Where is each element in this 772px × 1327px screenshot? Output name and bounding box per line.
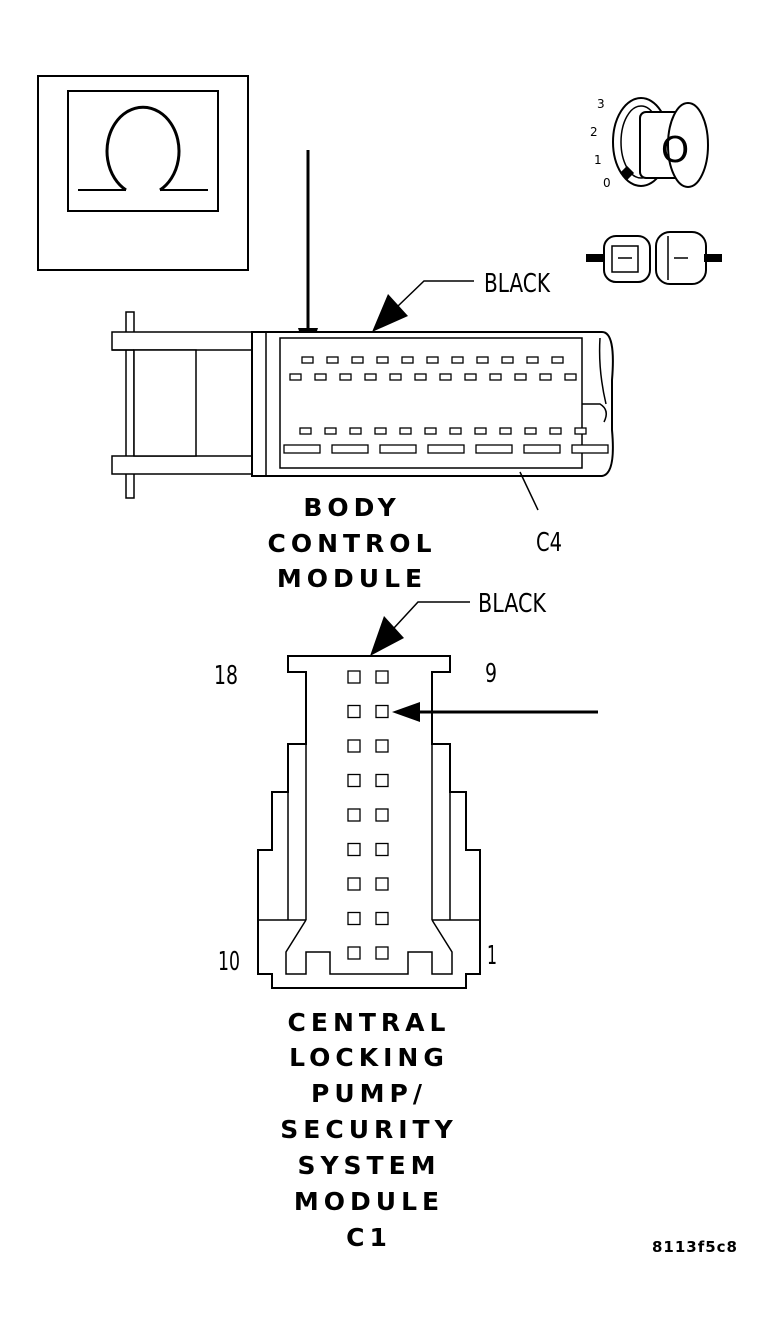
clp-pin-cavity	[375, 946, 389, 960]
ignition-pos-2: 2	[590, 125, 598, 139]
bcm-pin-row1	[401, 356, 414, 364]
bcm-pin-row3	[399, 427, 412, 435]
ignition-pos-1: 1	[594, 153, 602, 167]
bcm-pin-row4	[571, 444, 609, 454]
bcm-pin-row1	[551, 356, 564, 364]
bcm-pin-row3	[349, 427, 362, 435]
clp-name-line-6: MODULE	[294, 1187, 444, 1216]
bcm-pin-row2	[414, 373, 427, 381]
bcm-pin-row1	[526, 356, 539, 364]
connector-plug-icon	[586, 231, 722, 285]
bcm-pin-row2	[289, 373, 302, 381]
bcm-pin-row2	[439, 373, 452, 381]
clp-pin-1: 1	[487, 941, 497, 971]
bcm-pin-row3	[449, 427, 462, 435]
bcm-name-line-1: BODY	[303, 493, 400, 522]
clp-pin-cavity	[375, 704, 389, 719]
ohmmeter-icon	[37, 75, 249, 271]
clp-connector: BLACK	[257, 589, 598, 989]
bcm-pin-row3	[549, 427, 562, 435]
clp-pin-cavity	[375, 842, 389, 857]
bcm-pin-row3	[299, 427, 312, 435]
bcm-pin-row2	[314, 373, 327, 381]
bcm-pin-row1	[501, 356, 514, 364]
bcm-pin-row4	[427, 444, 465, 454]
clp-name-line-1: CENTRAL	[288, 1008, 451, 1037]
clp-pin-cavity	[347, 773, 361, 788]
ignition-pos-3: 3	[597, 97, 605, 111]
bcm-pin-row3	[324, 427, 337, 435]
clp-pin-cavity	[375, 877, 389, 891]
clp-pin-cavity	[347, 808, 361, 822]
bcm-pin-row3	[474, 427, 487, 435]
bcm-name-line-3: MODULE	[277, 564, 427, 593]
bcm-pin-row4	[331, 444, 369, 454]
bcm-pin-row3	[374, 427, 387, 435]
bcm-pin-row4	[523, 444, 561, 454]
bcm-pin-row2	[389, 373, 402, 381]
clp-pin-cavities	[347, 670, 389, 960]
clp-pin-cavity	[347, 842, 361, 857]
bcm-pin-row2	[464, 373, 477, 381]
clp-pin-cavity	[347, 670, 361, 684]
bcm-connector: BLACK	[111, 150, 614, 499]
bcm-pin-row2	[339, 373, 352, 381]
bcm-pin-row3	[524, 427, 537, 435]
bcm-pin-row3	[574, 427, 587, 435]
bcm-name-line-2: CONTROL	[267, 529, 436, 558]
clp-pin-10: 10	[218, 947, 240, 977]
clp-pin-cavity	[347, 877, 361, 891]
clp-pin-cavity	[347, 739, 361, 753]
bcm-pin-row1	[301, 356, 314, 364]
bcm-pin-row2	[489, 373, 502, 381]
clp-pin-cavity	[347, 946, 361, 960]
clp-pin-cavity	[375, 670, 389, 684]
clp-name-line-2: LOCKING	[289, 1043, 449, 1072]
clp-name-line-4: SECURITY	[280, 1115, 457, 1144]
clp-pin-cavity	[375, 911, 389, 926]
bcm-pin-row1	[426, 356, 439, 364]
bcm-pin-row2	[364, 373, 377, 381]
bcm-connector-id: C4	[536, 528, 562, 558]
bcm-pin-row2	[539, 373, 552, 381]
ignition-pos-0: 0	[603, 176, 611, 190]
clp-name-line-5: SYSTEM	[297, 1151, 440, 1180]
bcm-color-label: BLACK	[484, 269, 551, 299]
pin-arrow-head	[392, 702, 420, 722]
bcm-pin-row1	[476, 356, 489, 364]
ignition-key-icon: 3 2 1 0 O	[590, 97, 709, 190]
clp-pin-cavity	[375, 739, 389, 753]
clp-pin-cavity	[347, 704, 361, 719]
clp-name-line-3: PUMP/	[311, 1079, 427, 1108]
bcm-pin-row1	[451, 356, 464, 364]
clp-name-line-7: C1	[346, 1223, 392, 1252]
clp-color-label: BLACK	[478, 589, 547, 619]
bcm-pin-row3	[499, 427, 512, 435]
clp-pin-18: 18	[214, 661, 238, 691]
bcm-pin-row3	[424, 427, 437, 435]
clp-pin-cavity	[375, 773, 389, 788]
figure-id: 8113f5c8	[652, 1238, 738, 1256]
clp-pin-cavity	[375, 808, 389, 822]
bcm-pin-row1	[326, 356, 339, 364]
bcm-pin-row2	[564, 373, 577, 381]
bcm-pin-row4	[283, 444, 321, 454]
bcm-pin-row4	[379, 444, 417, 454]
bcm-pin-row1	[351, 356, 364, 364]
bcm-pin-cavities	[283, 356, 609, 454]
clp-pin-9: 9	[485, 659, 497, 689]
ignition-key-letter: O	[661, 130, 689, 171]
bcm-pin-row1	[376, 356, 389, 364]
clp-pin-cavity	[347, 911, 361, 926]
bcm-pin-row4	[475, 444, 513, 454]
bcm-pin-row2	[514, 373, 527, 381]
